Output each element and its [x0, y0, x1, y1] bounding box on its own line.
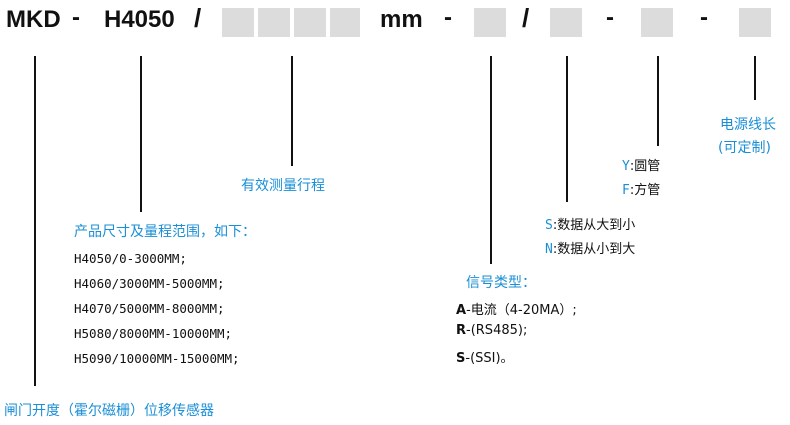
range-row: H5090/10000MM-15000MM;: [74, 351, 240, 366]
pipe-box: [641, 8, 673, 37]
pipe-key: F: [622, 183, 630, 198]
pipe-text: :圆管: [629, 159, 661, 174]
range-row: H4070/5000MM-8000MM;: [74, 301, 225, 316]
leader-line-product: [34, 56, 36, 386]
signal-key: A: [456, 303, 467, 318]
unit-label: mm: [380, 6, 423, 33]
pipe-row-square: F:方管: [622, 179, 660, 198]
product-name: 闸门开度（霍尔磁栅）位移传感器: [4, 403, 214, 419]
signal-text: -(SSI)。: [465, 351, 514, 366]
series-code: H4050: [104, 6, 175, 33]
direction-text: :数据从大到小: [552, 218, 636, 233]
model-prefix: MKD: [6, 6, 61, 33]
cable-label-note: (可定制): [718, 140, 771, 156]
cable-box: [739, 8, 771, 37]
stroke-digit-box-2: [258, 8, 290, 37]
stroke-label: 有效测量行程: [241, 178, 325, 194]
leader-line-stroke: [291, 56, 293, 166]
pipe-row-round: Y:圆管: [622, 155, 660, 174]
dash-2: -: [444, 4, 452, 31]
stroke-digit-box-1: [222, 8, 254, 37]
range-row: H4050/0-3000MM;: [74, 251, 187, 266]
signal-text: -电流（4-20MA）;: [466, 303, 577, 318]
dash-1: -: [72, 4, 80, 31]
pipe-key: Y: [622, 159, 630, 174]
signal-row-current: A-电流（4-20MA）;: [456, 299, 577, 318]
direction-key: S: [545, 218, 553, 233]
direction-key: N: [545, 242, 553, 257]
slash-1: /: [194, 3, 202, 33]
signal-text: -(RS485);: [466, 323, 528, 338]
direction-text: :数据从小到大: [552, 242, 636, 257]
range-row: H4060/3000MM-5000MM;: [74, 276, 225, 291]
leader-line-direction: [566, 56, 568, 202]
dash-3: -: [606, 4, 614, 31]
leader-line-range: [140, 56, 142, 212]
signal-title: 信号类型：: [466, 275, 536, 291]
stroke-digit-box-3: [294, 8, 326, 37]
direction-row-asc: N:数据从小到大: [545, 238, 635, 257]
pipe-text: :方管: [629, 183, 661, 198]
range-title: 产品尺寸及量程范围，如下：: [74, 224, 256, 240]
leader-line-cable: [754, 56, 756, 100]
slash-2: /: [522, 3, 530, 33]
signal-row-rs485: R-(RS485);: [456, 323, 527, 338]
range-row: H5080/8000MM-10000MM;: [74, 326, 233, 341]
signal-key: R: [456, 323, 467, 338]
signal-key: S: [456, 351, 466, 366]
stroke-digit-box-4: [330, 8, 360, 37]
signal-row-ssi: S-(SSI)。: [456, 347, 514, 366]
signal-box: [474, 8, 506, 37]
direction-box: [550, 8, 582, 37]
leader-line-pipe: [657, 56, 659, 146]
leader-line-signal: [490, 56, 492, 264]
dash-4: -: [700, 4, 708, 31]
cable-label: 电源线长: [720, 117, 776, 133]
direction-row-desc: S:数据从大到小: [545, 214, 635, 233]
